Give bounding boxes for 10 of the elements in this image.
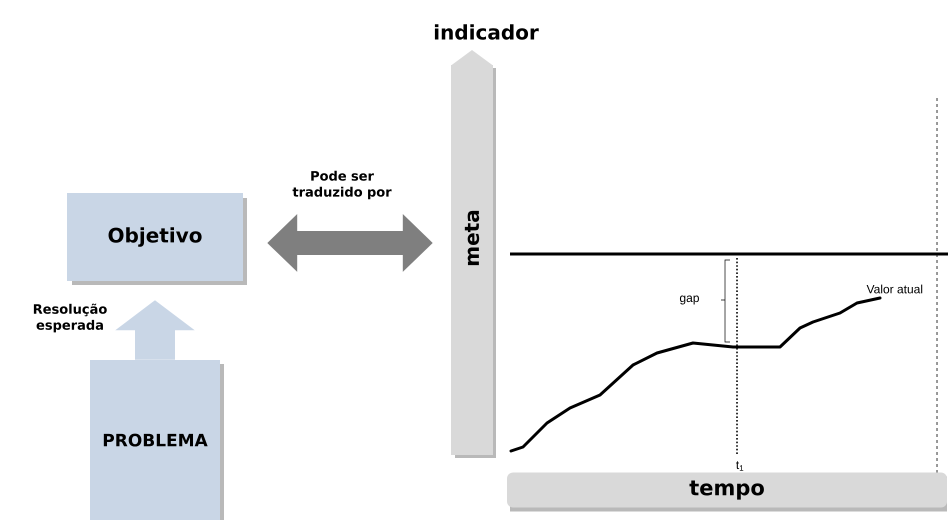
gap-label: gap <box>680 296 699 304</box>
axis-title: indicador <box>434 24 539 40</box>
goal-box: Objetivo <box>67 193 247 285</box>
edge-label: Resolução esperada <box>34 304 107 332</box>
edge-label: Pode ser traduzido por <box>292 170 392 200</box>
problem-box: PROBLEMA <box>90 360 224 520</box>
axis-label: meta <box>464 210 480 266</box>
curve-label: Valor atual <box>866 284 922 294</box>
axis-bar <box>451 50 496 458</box>
axis-bar: tempo <box>507 472 947 512</box>
